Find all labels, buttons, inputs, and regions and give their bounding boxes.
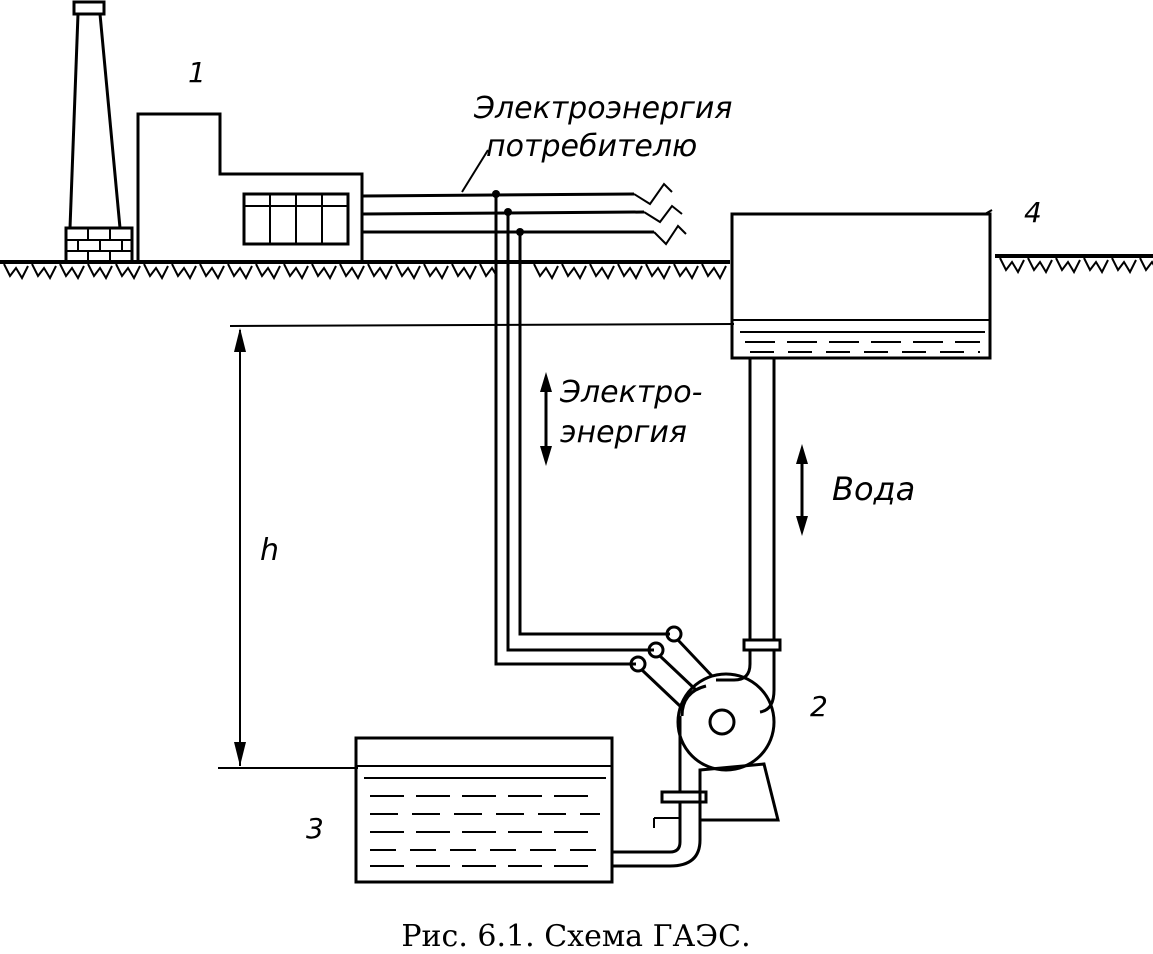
electricity-to-consumer-label-line1: Электроэнергия (473, 91, 732, 126)
ground-hatch-mark (171, 263, 197, 281)
penstock-pipe (716, 358, 782, 714)
ground-hatch-mark (255, 263, 281, 281)
ground-hatch-mark (1027, 257, 1053, 275)
ground-hatch-mark (617, 263, 643, 281)
height-dimension (218, 323, 735, 769)
chimney (64, 0, 134, 264)
pump-turbine-number: 2 (810, 690, 828, 723)
ground-hatch-mark (339, 263, 365, 281)
electricity-label-line1: Электро- (559, 375, 702, 410)
ground-hatch-mark (1139, 257, 1153, 272)
ground-hatch-mark (701, 263, 727, 281)
lower-reservoir-number: 3 (306, 812, 324, 845)
ground-hatch-mark (311, 263, 337, 281)
ground-hatch-mark (589, 263, 615, 281)
ground-hatch-mark (31, 263, 57, 281)
transmission-lines (361, 149, 687, 666)
ground-hatch-mark (227, 263, 253, 281)
ground-hatch-mark (673, 263, 699, 281)
ground-hatch-mark (645, 263, 671, 281)
ground-hatch-mark (1055, 257, 1081, 275)
figure-caption: Рис. 6.1. Схема ГАЭС. (401, 919, 750, 954)
water-double-arrow (796, 444, 808, 536)
pump-turbine (612, 625, 780, 868)
ground-hatch-mark (1083, 257, 1109, 275)
ground-hatch-mark (423, 263, 449, 281)
lower-reservoir (354, 736, 614, 884)
electricity-to-consumer-label-line2: потребителю (486, 129, 697, 164)
ground-hatch-mark (999, 257, 1025, 275)
ground-hatch-mark (143, 263, 169, 281)
ground-hatch-mark (451, 263, 477, 281)
ground-hatch-mark (561, 263, 587, 281)
ground-hatch-mark (115, 263, 141, 281)
ground-hatch-mark (533, 263, 559, 281)
power-plant-number: 1 (188, 56, 206, 89)
water-label: Вода (832, 470, 915, 508)
ground-surface (0, 254, 1153, 281)
upper-reservoir (730, 209, 993, 360)
height-label: h (260, 533, 279, 568)
ground-hatch-mark (3, 263, 29, 281)
ground-hatch-mark (395, 263, 421, 281)
ground-hatch-mark (1111, 257, 1137, 275)
ground-hatch-mark (283, 263, 309, 281)
upper-reservoir-number: 4 (1024, 196, 1042, 229)
electricity-double-arrow (540, 372, 552, 466)
ground-hatch-mark (367, 263, 393, 281)
ground-hatch-mark (87, 263, 113, 281)
electricity-label-line2: энергия (560, 415, 687, 450)
ground-hatch-mark (199, 263, 225, 281)
power-plant-building (136, 112, 364, 262)
ground-hatch-mark (59, 263, 85, 281)
